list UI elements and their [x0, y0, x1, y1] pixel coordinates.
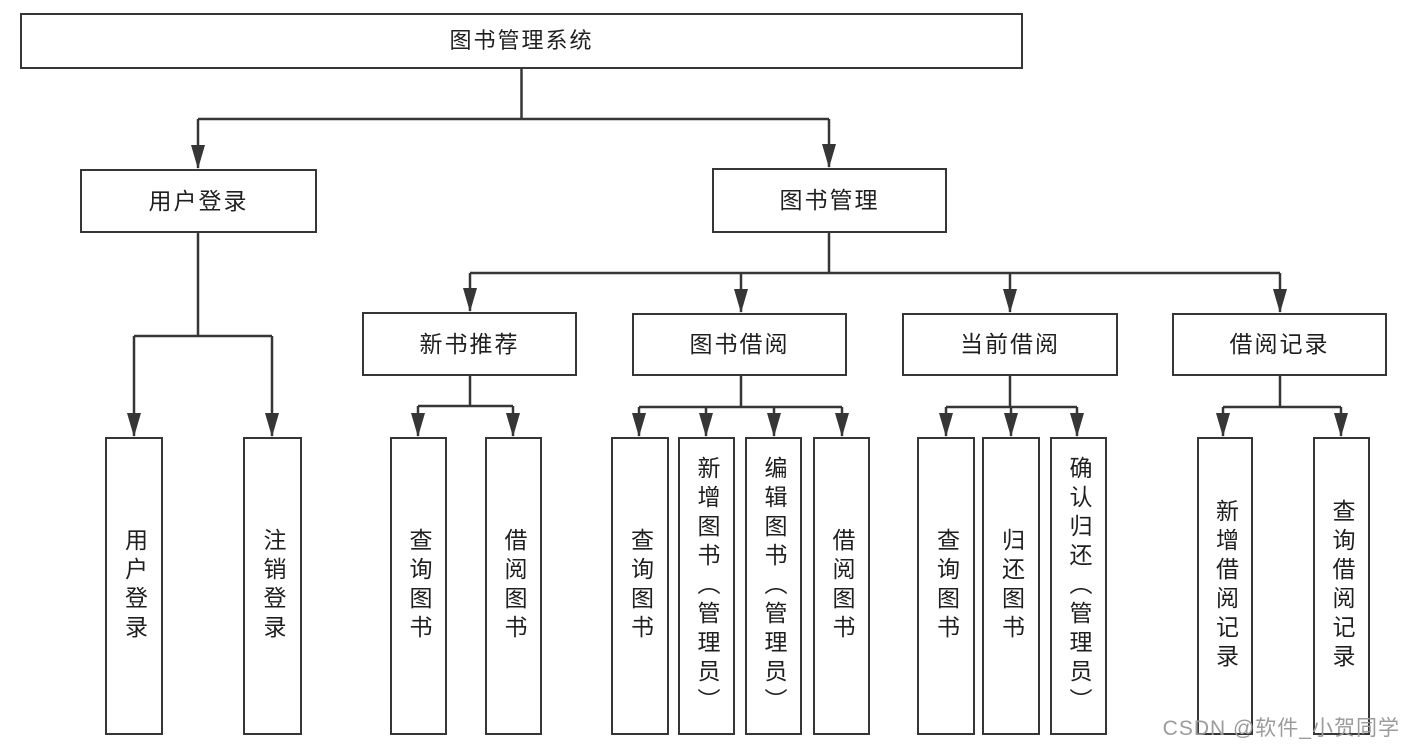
node-label: 注销登录 — [260, 528, 286, 644]
leaf-query-borrow-record: 查询借阅记录 — [1313, 437, 1370, 735]
node-new-book-recommendation: 新书推荐 — [362, 312, 577, 376]
node-label: 确认归还（管理员） — [1066, 455, 1092, 717]
node-book-management: 图书管理 — [712, 168, 947, 233]
node-label: 图书管理系统 — [449, 28, 594, 53]
leaf-query-books-current: 查询图书 — [917, 437, 975, 735]
node-label: 借阅记录 — [1229, 331, 1330, 357]
node-label: 查询图书 — [406, 528, 432, 644]
leaf-confirm-return-admin: 确认归还（管理员） — [1050, 437, 1107, 735]
node-label: 用户登录 — [148, 187, 249, 214]
leaf-logout: 注销登录 — [243, 437, 302, 735]
node-label: 查询借阅记录 — [1329, 499, 1355, 673]
node-book-borrowing: 图书借阅 — [632, 313, 847, 376]
leaf-add-books-admin: 新增图书（管理员） — [678, 437, 735, 735]
node-label: 新增借阅记录 — [1212, 499, 1239, 673]
leaf-query-books-borrow: 查询图书 — [611, 437, 669, 735]
node-user-login: 用户登录 — [80, 169, 317, 233]
leaf-return-books: 归还图书 — [982, 437, 1040, 735]
node-label: 编辑图书（管理员） — [761, 455, 787, 717]
watermark: CSDN @软件_小贺同学 — [1162, 717, 1400, 740]
node-label: 新书推荐 — [419, 330, 520, 357]
node-label: 图书管理 — [779, 187, 880, 213]
node-label: 查询图书 — [933, 528, 960, 644]
node-label: 借阅图书 — [501, 528, 527, 644]
leaf-edit-books-admin: 编辑图书（管理员） — [745, 437, 802, 735]
node-label: 归还图书 — [998, 528, 1025, 644]
leaf-query-books-recommend: 查询图书 — [390, 437, 447, 735]
node-label: 用户登录 — [121, 528, 148, 644]
leaf-add-borrow-record: 新增借阅记录 — [1197, 437, 1253, 735]
node-label: 图书借阅 — [689, 331, 790, 357]
node-label: 当前借阅 — [960, 331, 1060, 357]
node-library-management-system: 图书管理系统 — [20, 13, 1023, 69]
leaf-borrow-books-recommend: 借阅图书 — [485, 437, 542, 735]
node-borrowing-records: 借阅记录 — [1172, 313, 1387, 376]
node-label: 查询图书 — [627, 528, 654, 644]
leaf-user-login: 用户登录 — [105, 437, 163, 735]
node-label: 借阅图书 — [829, 528, 855, 644]
leaf-borrow-books: 借阅图书 — [813, 437, 870, 735]
node-current-borrowing: 当前借阅 — [902, 313, 1118, 376]
node-label: 新增图书（管理员） — [694, 455, 720, 717]
